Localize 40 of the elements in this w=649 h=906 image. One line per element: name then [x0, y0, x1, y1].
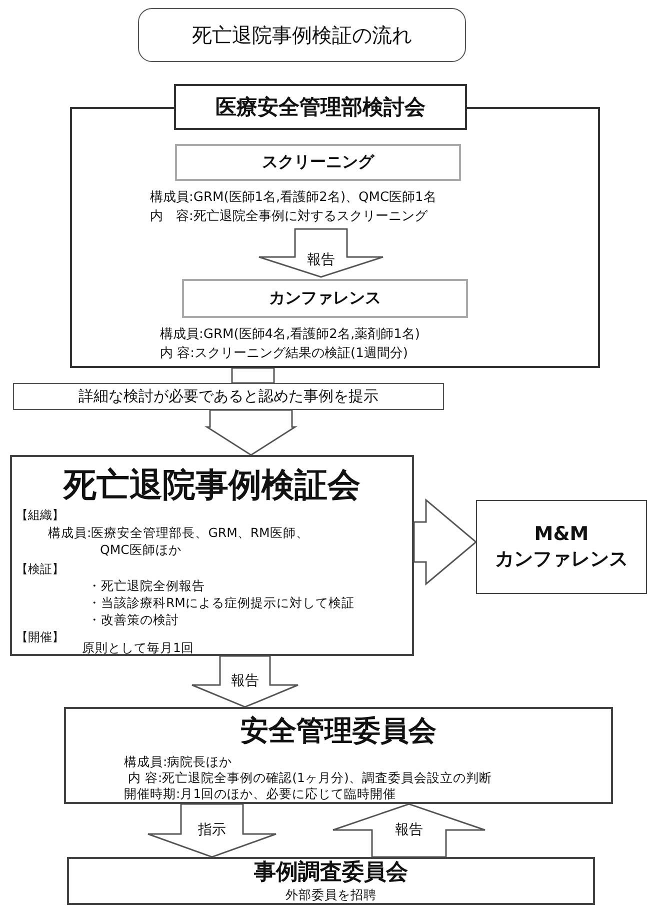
edge-label: 報告 [305, 253, 337, 269]
title-text: 死亡退院事例検証の流れ [192, 22, 412, 48]
edge-label: 指示 [196, 822, 228, 838]
box-caption: 内 容:スクリーニング結果の検証(1週間分) [160, 345, 408, 362]
box-text: 【検証】 [16, 561, 64, 578]
edge-label: 報告 [229, 674, 261, 690]
process-box [67, 857, 595, 905]
box-caption: 内 容:死亡退院全事例に対するスクリーニング [150, 208, 428, 225]
box-text: 構成員:病院長ほか [124, 754, 232, 769]
box-text: 【組織】 [16, 507, 64, 524]
box-text: 構成員:医療安全管理部長、GRM、RM医師、QMC医師ほか [48, 525, 310, 559]
box-heading: 安全管理委員会 [240, 713, 438, 749]
title-box [138, 8, 466, 62]
box-caption: 構成員:GRM(医師4名,看護師2名,薬剤師1名) [160, 326, 420, 343]
process-box [64, 707, 613, 804]
edge-label: 報告 [393, 822, 425, 838]
box-text: 原則として毎月1回 [82, 640, 194, 657]
box-text: 外部委員を招聘 [284, 887, 378, 904]
process-box [476, 500, 647, 594]
box-label: カンファレンス [269, 288, 381, 309]
box-heading: 事例調査委員会 [253, 859, 409, 887]
box-text: 開催時期:月1回のほか、必要に応じて臨時開催 [124, 786, 396, 801]
box-text: 内 容:死亡退院全事例の確認(1ヶ月分)、調査委員会設立の判断 [128, 770, 492, 785]
box-text: ・改善策の検討 [88, 612, 179, 629]
box-label: M&M カンファレンス [494, 522, 629, 572]
block-arrow [413, 498, 478, 586]
box-caption: 構成員:GRM(医師1名,看護師2名)、QMC医師1名 [150, 189, 436, 206]
box-label: スクリーニング [262, 152, 374, 173]
note-text: 詳細な検討が必要であると認めた事例を提示 [78, 387, 378, 406]
panel-heading: 医療安全管理部検討会 [174, 84, 467, 130]
box-text: 【開催】 [16, 629, 64, 646]
box-heading: 死亡退院事例検証会 [62, 464, 362, 506]
process-box [10, 455, 414, 656]
process-box [175, 144, 461, 181]
note-box [13, 383, 444, 410]
box-text: ・死亡退院全例報告 [88, 578, 205, 595]
box-text: ・当該診療科RMによる症例提示に対して検証 [88, 595, 354, 612]
process-box [182, 279, 468, 318]
block-arrow [204, 409, 298, 456]
block-arrow [231, 367, 275, 384]
